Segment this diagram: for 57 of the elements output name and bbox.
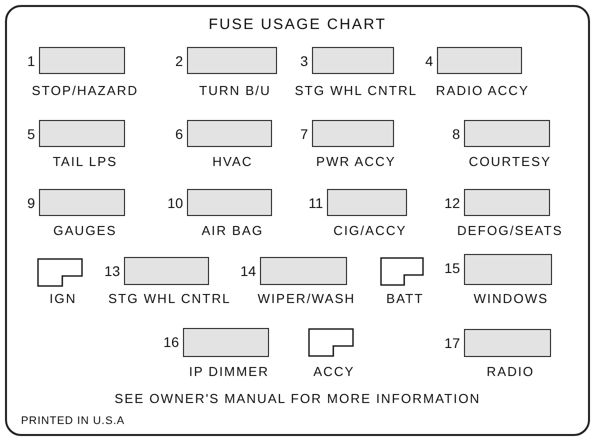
fuse-number: 9	[26, 195, 35, 211]
fuse-label: IP DIMMER	[188, 364, 270, 379]
fuse-slot	[39, 120, 125, 147]
fuse-label: HVAC	[212, 154, 253, 169]
fuse-label: CIG/ACCY	[333, 223, 407, 238]
fuse-number: 15	[443, 260, 460, 276]
fuse-slot	[39, 47, 125, 74]
fuse-label: PWR ACCY	[316, 154, 396, 169]
fuse-slot	[260, 257, 347, 285]
fuse-label: TURN B/U	[199, 83, 271, 98]
fuse-label: STOP/HAZARD	[32, 83, 138, 98]
fuse-number: 13	[103, 263, 120, 279]
fuse-number: 10	[166, 195, 183, 211]
fuse-slot	[464, 329, 551, 357]
fuse-slot	[437, 47, 522, 74]
fuse-label: RADIO ACCY	[436, 83, 530, 98]
fuse-slot	[124, 257, 209, 285]
fuse-slot	[39, 189, 125, 216]
fuse-number: 12	[443, 195, 460, 211]
fuse-slot	[187, 120, 272, 147]
fuse-label: STG WHL CNTRL	[108, 291, 231, 306]
fuse-slot	[187, 47, 277, 74]
fuse-number: 14	[239, 263, 256, 279]
fuse-label: STG WHL CNTRL	[294, 83, 418, 98]
fuse-number: 17	[443, 335, 460, 351]
fuse-label: AIR BAG	[202, 223, 264, 238]
fuse-slot	[312, 47, 394, 74]
fuse-number: 2	[174, 53, 183, 69]
fuse-number: 16	[162, 334, 179, 350]
fuse-slot	[312, 120, 394, 147]
fuse-number: 4	[424, 53, 433, 69]
fuse-number: 1	[26, 53, 35, 69]
fuse-number: 6	[174, 126, 183, 142]
fuse-slot	[183, 328, 269, 357]
fuse-slot	[464, 254, 552, 285]
fuse-slot	[464, 120, 550, 147]
fuse-number: 5	[26, 126, 35, 142]
fuse-label: GAUGES	[53, 223, 117, 238]
fuse-label: TAIL LPS	[52, 154, 118, 169]
fuse-label: WIPER/WASH	[258, 291, 356, 306]
fuse-label: DEFOG/SEATS	[457, 223, 563, 238]
chart-title: FUSE USAGE CHART	[208, 16, 386, 33]
fuse-slot	[187, 189, 272, 216]
fuse-label: WINDOWS	[474, 291, 548, 306]
fuse-label: RADIO	[486, 364, 534, 379]
fuse-slot	[464, 189, 550, 216]
footer-note: SEE OWNER'S MANUAL FOR MORE INFORMATION	[114, 391, 480, 406]
fuse-label: COURTESY	[468, 154, 552, 169]
fuse-slot	[327, 189, 407, 216]
fuse-number: 7	[299, 126, 308, 142]
fuse-label: IGN	[50, 291, 76, 306]
fuse-number: 3	[299, 53, 308, 69]
fuse-number: 8	[451, 126, 460, 142]
print-note: PRINTED IN U.S.A	[21, 415, 125, 427]
fuse-label: ACCY	[313, 364, 355, 379]
fuse-number: 11	[307, 195, 323, 211]
fuse-label: BATT	[386, 291, 424, 306]
